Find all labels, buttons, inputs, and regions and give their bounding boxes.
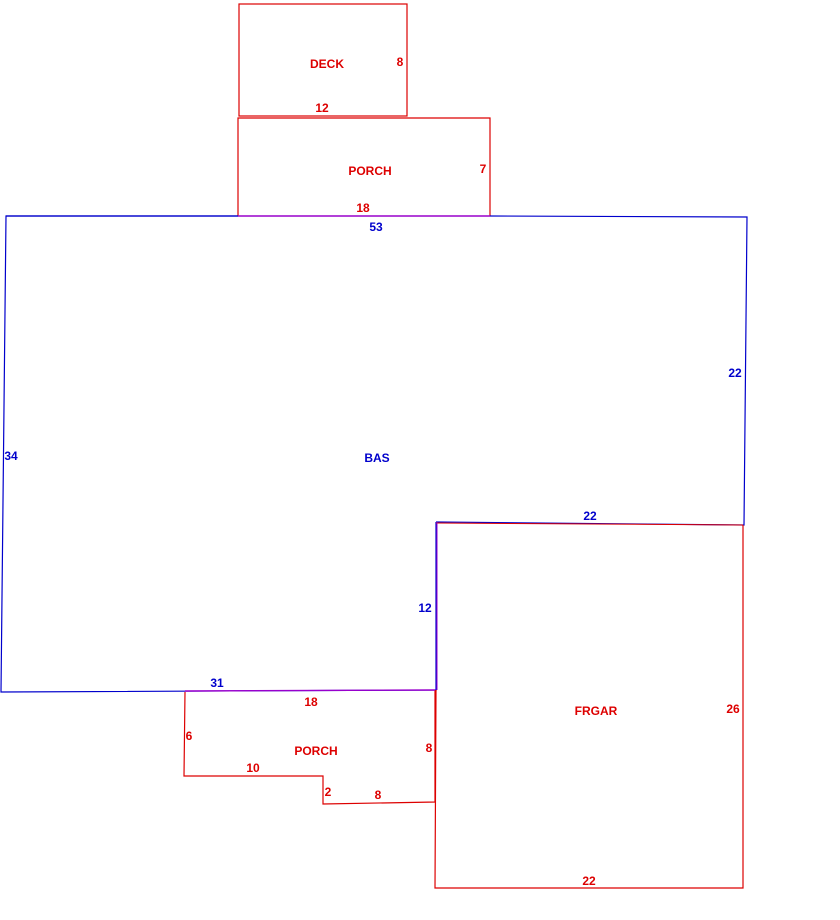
rear-porch-dim-bottom: 8	[375, 788, 382, 802]
garage-label: FRGAR	[575, 704, 618, 718]
deck-dim-depth: 8	[397, 55, 404, 69]
garage-dim-bottom: 22	[582, 874, 596, 888]
rear-porch-dim-step-side: 2	[325, 785, 332, 799]
rear-porch-dim-right: 8	[426, 741, 433, 755]
deck-area: DECK 8 12	[238, 3, 408, 117]
rear-porch-dim-step-top: 10	[246, 761, 260, 775]
bas-dim-bottom: 31	[210, 676, 224, 690]
front-porch-dim-width: 18	[356, 201, 370, 215]
front-porch-outline	[237, 117, 491, 216]
rear-porch-dim-left: 6	[186, 729, 193, 743]
rear-porch-area: PORCH 18 6 10 2 8 8	[183, 689, 436, 805]
front-porch-label: PORCH	[348, 164, 391, 178]
bas-outline-right	[435, 215, 748, 526]
deck-outline	[238, 3, 408, 117]
garage-area: FRGAR 26 22	[434, 522, 744, 889]
bas-dim-notch-top: 22	[583, 509, 597, 523]
rear-porch-label: PORCH	[294, 744, 337, 758]
front-porch-area: PORCH 7 18	[237, 117, 491, 217]
bas-dim-right-upper: 22	[728, 366, 742, 380]
bas-area: BAS 53 34 22 22 12 31	[0, 215, 748, 693]
garage-dim-side: 26	[726, 702, 740, 716]
bas-dim-top: 53	[369, 220, 383, 234]
bas-label: BAS	[364, 451, 389, 465]
bas-dim-notch-side: 12	[418, 601, 432, 615]
bas-dim-left: 34	[4, 449, 18, 463]
deck-dim-width: 12	[315, 101, 329, 115]
front-porch-dim-depth: 7	[480, 162, 487, 176]
garage-shared-top	[435, 522, 744, 526]
rear-porch-dim-top: 18	[304, 695, 318, 709]
rear-porch-shared-edge	[184, 689, 436, 692]
deck-label: DECK	[310, 57, 344, 71]
rear-porch-outline	[183, 690, 436, 805]
